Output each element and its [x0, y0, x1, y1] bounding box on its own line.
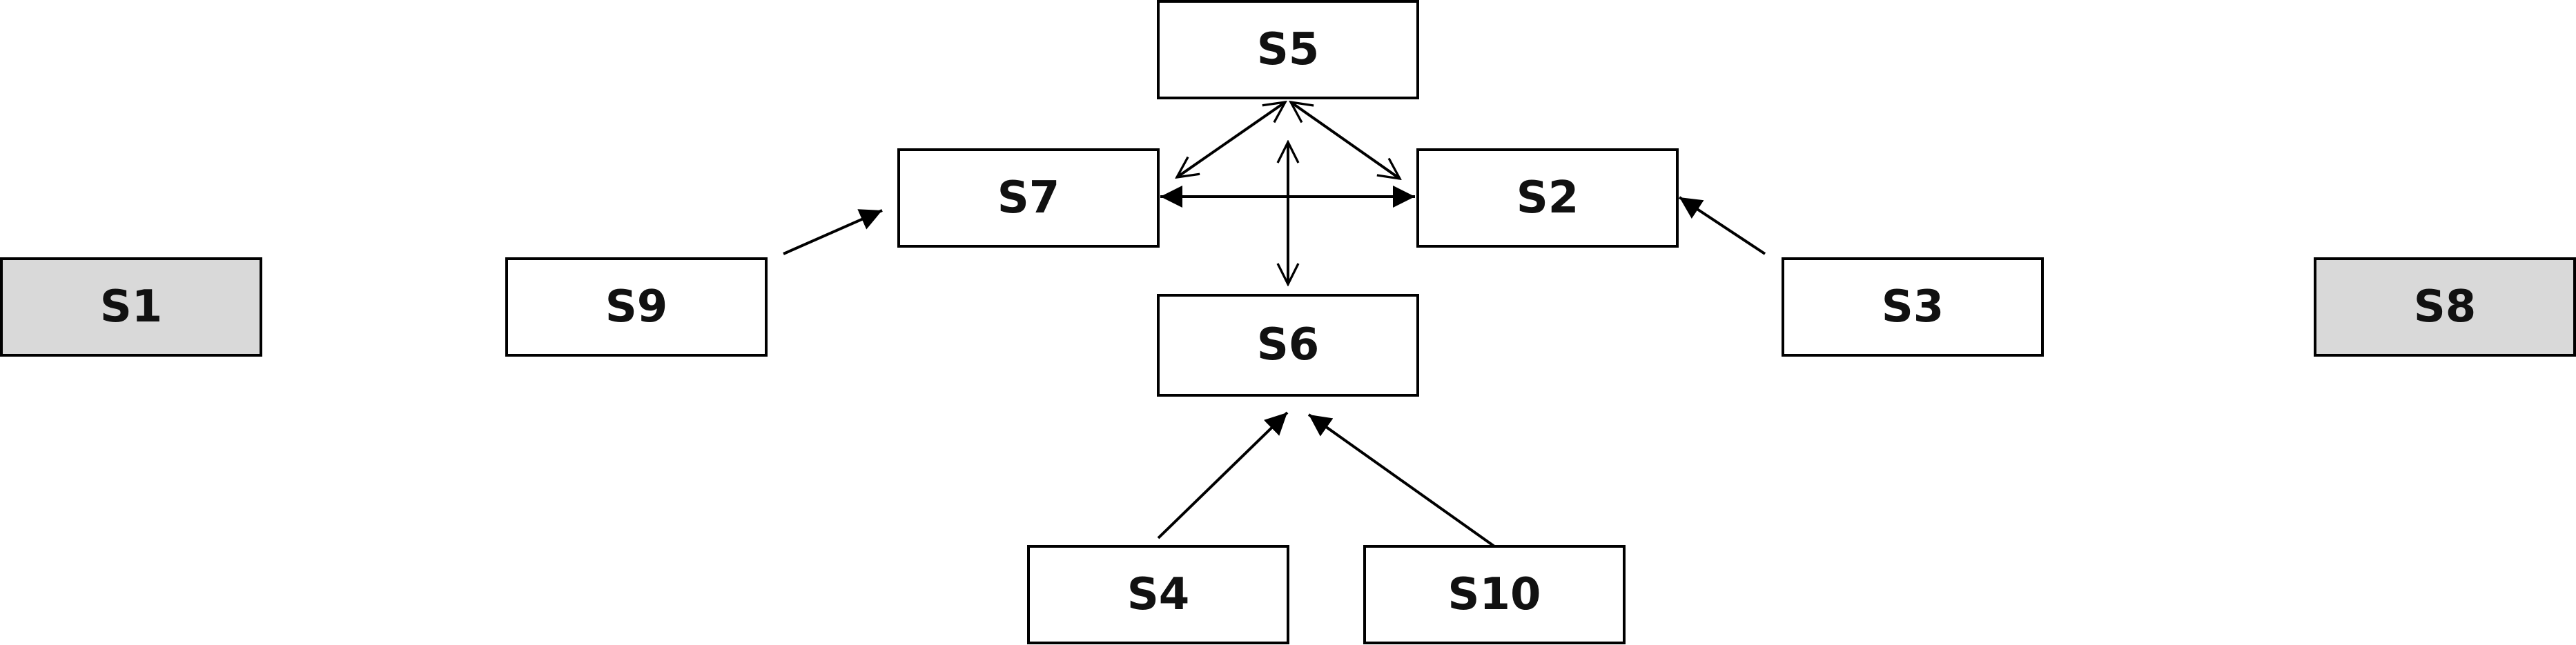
edge-s10-s6 [1307, 413, 1496, 548]
node-s1: S1 [0, 257, 262, 357]
node-s7-label: S7 [997, 172, 1060, 224]
node-s5-box [1157, 0, 1419, 99]
edge-s5-s7 [1177, 102, 1285, 177]
node-s3-label: S3 [1882, 281, 1944, 333]
node-s8-box [2314, 257, 2576, 357]
node-s5-label: S5 [1257, 24, 1320, 75]
node-s9-box [505, 257, 768, 357]
node-s10-label: S10 [1447, 569, 1541, 620]
node-s6-box [1157, 294, 1419, 397]
node-s3: S3 [1782, 257, 2044, 357]
edges-layer [783, 102, 1766, 548]
node-s6-label: S6 [1257, 319, 1320, 370]
node-s7: S7 [897, 148, 1160, 248]
node-s5: S5 [1157, 0, 1419, 99]
node-s3-box [1782, 257, 2044, 357]
node-s8-label: S8 [2414, 281, 2477, 333]
node-s4-label: S4 [1127, 569, 1190, 620]
node-s2-box [1416, 148, 1679, 248]
node-s8: S8 [2314, 257, 2576, 357]
edge-s4-s6 [1157, 411, 1289, 539]
node-s9: S9 [505, 257, 768, 357]
node-s6: S6 [1157, 294, 1419, 397]
node-s9-label: S9 [605, 281, 668, 333]
node-s4: S4 [1027, 545, 1289, 644]
edge-s9-s7 [783, 209, 883, 255]
node-s2: S2 [1416, 148, 1679, 248]
node-s7-box [897, 148, 1160, 248]
edge-s5-s2 [1291, 102, 1400, 179]
node-s1-label: S1 [100, 281, 163, 333]
node-s4-box [1027, 545, 1289, 644]
edge-s3-s2 [1678, 196, 1766, 255]
node-s10: S10 [1363, 545, 1626, 644]
node-s1-box [0, 257, 262, 357]
node-s10-box [1363, 545, 1626, 644]
node-s2-label: S2 [1516, 172, 1579, 224]
